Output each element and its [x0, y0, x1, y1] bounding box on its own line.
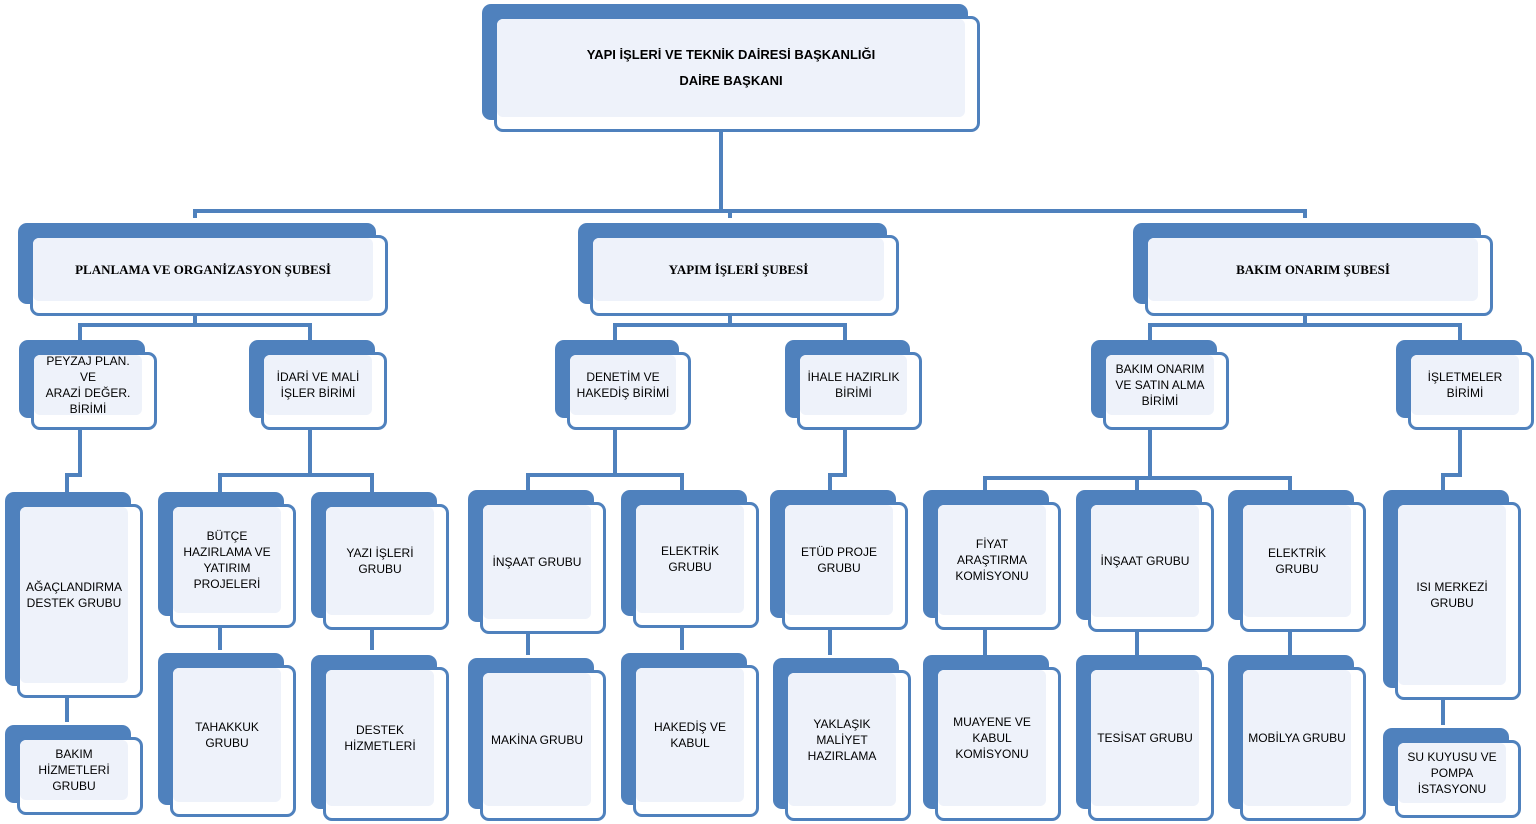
group-inspection-acceptance: MUAYENE VE KABUL KOMİSYONU: [923, 655, 1061, 821]
department-label: YAPIM İŞLERİ ŞUBESİ: [668, 261, 809, 277]
unit-maintenance-procurement: BAKIM ONARIM VE SATIN ALMA BİRİMİ: [1091, 340, 1229, 430]
group-support-services: DESTEK HİZMETLERİ: [311, 655, 449, 821]
group-survey-project: ETÜD PROJE GRUBU: [770, 490, 908, 630]
unit-label: İHALE HAZIRLIK BİRİMİ: [807, 370, 900, 400]
group-label: SU KUYUSU VE POMPA İSTASYONU: [1407, 750, 1497, 796]
group-accrual: TAHAKKUK GRUBU: [158, 653, 296, 817]
department-maintenance: BAKIM ONARIM ŞUBESİ: [1133, 223, 1493, 316]
unit-tender-preparation: İHALE HAZIRLIK BİRİMİ: [785, 340, 922, 430]
group-water-well-pump: SU KUYUSU VE POMPA İSTASYONU: [1383, 728, 1521, 818]
group-correspondence: YAZI İŞLERİ GRUBU: [311, 492, 449, 630]
group-machinery: MAKİNA GRUBU: [468, 658, 606, 821]
group-label: ELEKTRİK GRUBU: [1267, 546, 1327, 576]
unit-label: İŞLETMELER BİRİMİ: [1427, 370, 1503, 400]
group-label: MUAYENE VE KABUL KOMİSYONU: [953, 715, 1031, 761]
group-furniture: MOBİLYA GRUBU: [1228, 655, 1366, 821]
unit-admin-finance: İDARİ VE MALİ İŞLER BİRİMİ: [249, 340, 387, 430]
group-label: TAHAKKUK GRUBU: [195, 720, 259, 750]
group-budget-investment: BÜTÇE HAZIRLAMA VE YATIRIM PROJELERİ: [158, 492, 296, 628]
head-office-subtitle: DAİRE BAŞKANI: [679, 73, 783, 88]
group-label: DESTEK HİZMETLERİ: [344, 723, 416, 753]
group-label: ETÜD PROJE GRUBU: [800, 545, 877, 575]
group-electrical-maintenance: ELEKTRİK GRUBU: [1228, 490, 1366, 632]
group-progress-acceptance: HAKEDİŞ VE KABUL: [621, 653, 759, 817]
group-installation: TESİSAT GRUBU: [1076, 655, 1214, 821]
group-price-research: FİYAT ARAŞTIRMA KOMİSYONU: [923, 490, 1061, 630]
group-label: FİYAT ARAŞTIRMA KOMİSYONU: [955, 537, 1029, 583]
unit-label: İDARİ VE MALİ İŞLER BİRİMİ: [276, 370, 360, 400]
head-office-box: YAPI İŞLERİ VE TEKNİK DAİRESİ BAŞKANLIĞI…: [482, 4, 980, 132]
group-label: BÜTÇE HAZIRLAMA VE YATIRIM PROJELERİ: [183, 529, 271, 591]
group-label: HAKEDİŞ VE KABUL: [653, 720, 727, 750]
unit-label: BAKIM ONARIM VE SATIN ALMA BİRİMİ: [1115, 362, 1205, 408]
group-label: İNŞAAT GRUBU: [1100, 554, 1190, 568]
head-office-title: YAPI İŞLERİ VE TEKNİK DAİRESİ BAŞKANLIĞI: [586, 47, 876, 62]
unit-label: PEYZAJ PLAN. VE ARAZİ DEĞER. BİRİMİ: [45, 354, 131, 416]
department-label: BAKIM ONARIM ŞUBESİ: [1236, 261, 1390, 277]
group-label: MAKİNA GRUBU: [490, 732, 583, 747]
group-maintenance-services: BAKIM HİZMETLERİ GRUBU: [5, 725, 143, 815]
group-electrical: ELEKTRİK GRUBU: [621, 490, 759, 628]
group-label: İNŞAAT GRUBU: [492, 555, 582, 569]
group-label: MOBİLYA GRUBU: [1248, 731, 1346, 745]
group-label: ELEKTRİK GRUBU: [660, 544, 720, 574]
group-label: ISI MERKEZİ GRUBU: [1416, 580, 1488, 610]
group-heating-center: ISI MERKEZİ GRUBU: [1383, 490, 1521, 700]
department-label: PLANLAMA VE ORGANİZASYON ŞUBESİ: [75, 261, 331, 277]
department-planning: PLANLAMA VE ORGANİZASYON ŞUBESİ: [18, 223, 388, 316]
group-construction: İNŞAAT GRUBU: [468, 490, 606, 634]
group-label: YAZI İŞLERİ GRUBU: [346, 546, 414, 576]
group-cost-estimation: YAKLAŞIK MALİYET HAZIRLAMA: [773, 658, 911, 821]
group-label: AĞAÇLANDIRMA DESTEK GRUBU: [25, 580, 123, 610]
group-label: YAKLAŞIK MALİYET HAZIRLAMA: [807, 716, 877, 763]
unit-inspection-progress: DENETİM VE HAKEDİŞ BİRİMİ: [555, 340, 691, 430]
group-construction-maintenance: İNŞAAT GRUBU: [1076, 490, 1214, 632]
department-construction: YAPIM İŞLERİ ŞUBESİ: [578, 223, 899, 316]
unit-label: DENETİM VE HAKEDİŞ BİRİMİ: [576, 370, 670, 400]
unit-operations: İŞLETMELER BİRİMİ: [1396, 340, 1534, 430]
group-afforestation-support: AĞAÇLANDIRMA DESTEK GRUBU: [5, 492, 143, 698]
group-label: TESİSAT GRUBU: [1097, 731, 1193, 745]
unit-landscape-planning: PEYZAJ PLAN. VE ARAZİ DEĞER. BİRİMİ: [19, 340, 157, 430]
group-label: BAKIM HİZMETLERİ GRUBU: [38, 747, 110, 793]
